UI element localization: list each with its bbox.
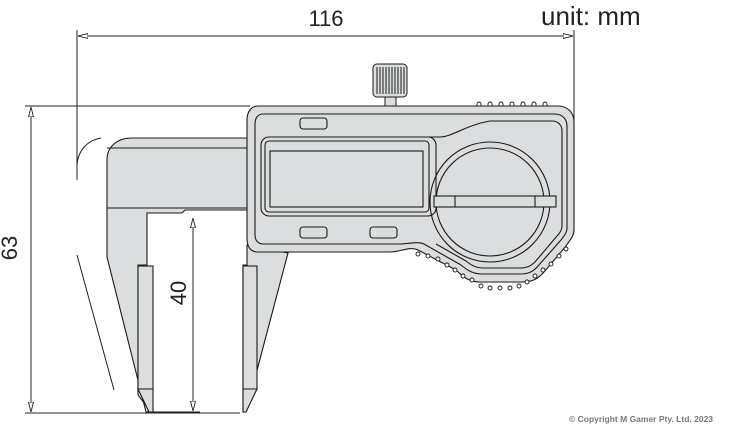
bottom-knurl-bumps xyxy=(415,246,569,291)
dimension-length: 116 xyxy=(76,6,575,180)
lcd-screen xyxy=(269,150,424,208)
battery-cover xyxy=(429,141,557,263)
length-label: 116 xyxy=(308,6,343,31)
button-top xyxy=(299,117,328,130)
height-label: 63 xyxy=(0,236,22,260)
button-bottom-right xyxy=(369,226,398,239)
jaw-depth-label: 40 xyxy=(166,281,191,305)
dimension-jaw-depth: 40 xyxy=(166,218,193,411)
button-bottom-left xyxy=(299,226,328,239)
dimension-height: 63 xyxy=(0,105,250,414)
top-knurl-bumps xyxy=(476,101,548,106)
caliper-moving-jaw xyxy=(242,244,289,413)
caliper-fixed-jaw xyxy=(106,137,251,413)
thumb-wheel xyxy=(372,63,408,108)
ghost-jaw-outline xyxy=(76,137,115,391)
copyright-notice: © Copyright M Gamer Pty. Ltd. 2023 xyxy=(569,414,714,424)
unit-label: unit: mm xyxy=(541,1,641,31)
